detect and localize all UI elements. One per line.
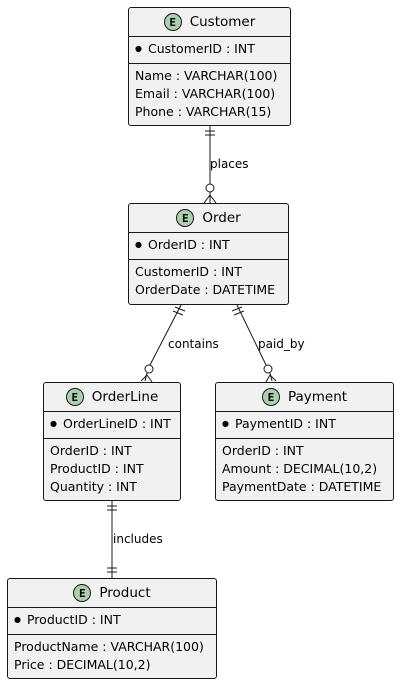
field: Email : VARCHAR(100) bbox=[135, 86, 276, 101]
edge-order-payment bbox=[231, 304, 277, 383]
entity-payment: E Payment PaymentID : INT OrderID : INT … bbox=[215, 382, 394, 501]
key-field: ProductID : INT bbox=[14, 611, 210, 631]
entity-order: E Order OrderID : INT CustomerID : INT O… bbox=[128, 203, 289, 305]
entity-fields: OrderID : INT Amount : DECIMAL(10,2) Pay… bbox=[216, 438, 393, 499]
entity-keys: CustomerID : INT bbox=[129, 36, 290, 63]
field: Amount : DECIMAL(10,2) bbox=[222, 461, 378, 476]
entity-header: E Product bbox=[8, 579, 216, 607]
entity-keys: PaymentID : INT bbox=[216, 411, 393, 438]
entity-icon: E bbox=[163, 13, 182, 31]
entity-keys: OrderLineID : INT bbox=[44, 411, 180, 438]
entity-title: Product bbox=[99, 585, 151, 601]
relation-label-places: places bbox=[210, 157, 249, 171]
relation-label-paid-by: paid_by bbox=[258, 337, 305, 351]
entity-product: E Product ProductID : INT ProductName : … bbox=[7, 578, 217, 679]
field: Name : VARCHAR(100) bbox=[135, 68, 278, 83]
entity-header: E Order bbox=[129, 204, 288, 232]
entity-fields: CustomerID : INT OrderDate : DATETIME bbox=[129, 259, 288, 302]
entity-title: OrderLine bbox=[91, 389, 159, 405]
entity-icon: E bbox=[176, 209, 195, 227]
entity-customer: E Customer CustomerID : INT Name : VARCH… bbox=[128, 7, 291, 126]
entity-icon: E bbox=[261, 388, 280, 406]
field: Price : DECIMAL(10,2) bbox=[14, 657, 151, 672]
entity-title: Payment bbox=[287, 389, 348, 405]
relation-label-includes: includes bbox=[113, 532, 163, 546]
entity-fields: ProductName : VARCHAR(100) Price : DECIM… bbox=[8, 634, 216, 677]
field: PaymentDate : DATETIME bbox=[222, 479, 382, 494]
entity-keys: ProductID : INT bbox=[8, 607, 216, 634]
field: OrderID : INT bbox=[50, 443, 132, 458]
key-field: OrderLineID : INT bbox=[50, 415, 174, 435]
entity-keys: OrderID : INT bbox=[129, 232, 288, 259]
entity-icon: E bbox=[65, 388, 84, 406]
field: Quantity : INT bbox=[50, 479, 137, 494]
edge-customer-order bbox=[203, 125, 217, 204]
field: ProductID : INT bbox=[50, 461, 144, 476]
entity-header: E Customer bbox=[129, 8, 290, 36]
entity-orderline: E OrderLine OrderLineID : INT OrderID : … bbox=[43, 382, 181, 501]
field: OrderDate : DATETIME bbox=[135, 282, 276, 297]
edge-order-orderline bbox=[140, 304, 186, 383]
entity-title: Order bbox=[202, 210, 241, 226]
key-field: PaymentID : INT bbox=[222, 415, 387, 435]
field: Phone : VARCHAR(15) bbox=[135, 104, 272, 119]
entity-title: Customer bbox=[189, 14, 256, 30]
entity-icon: E bbox=[73, 584, 92, 602]
entity-fields: OrderID : INT ProductID : INT Quantity :… bbox=[44, 438, 180, 499]
edge-orderline-product bbox=[107, 500, 117, 578]
entity-header: E OrderLine bbox=[44, 383, 180, 411]
entity-header: E Payment bbox=[216, 383, 393, 411]
field: CustomerID : INT bbox=[135, 264, 242, 279]
key-field: OrderID : INT bbox=[135, 236, 282, 256]
key-field: CustomerID : INT bbox=[135, 40, 284, 60]
relation-label-contains: contains bbox=[168, 337, 219, 351]
field: ProductName : VARCHAR(100) bbox=[14, 639, 204, 654]
entity-fields: Name : VARCHAR(100) Email : VARCHAR(100)… bbox=[129, 63, 290, 124]
field: OrderID : INT bbox=[222, 443, 304, 458]
